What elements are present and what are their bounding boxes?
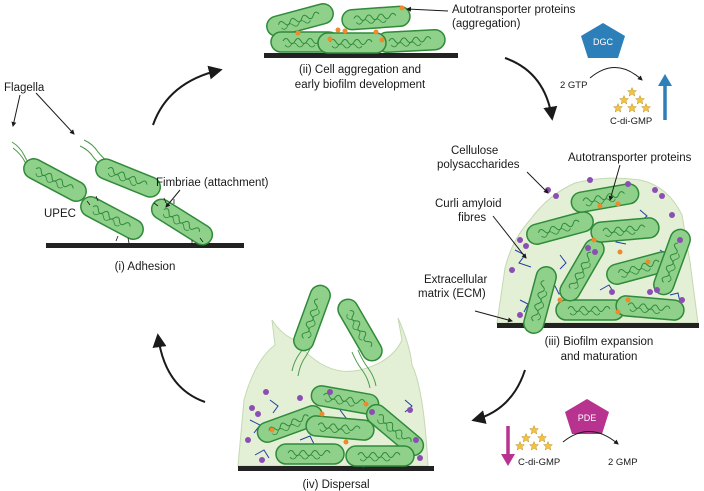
dispersal-caption: (iv) Dispersal: [302, 479, 369, 491]
polysaccharide-dots-dispersal: [245, 389, 423, 463]
curli-label-1: Curli amyloid: [435, 198, 501, 210]
attaching-bacterium-1: [76, 192, 148, 244]
dgc-reaction-arrow: [589, 67, 643, 81]
adhesion-caption: (i) Adhesion: [115, 261, 176, 273]
dgc-enzyme-badge: [581, 23, 625, 58]
ecm-label-1: Extracellular: [424, 274, 487, 286]
pde-substrate-label: C-di-GMP: [518, 457, 560, 468]
curli-pointer: [492, 215, 527, 259]
autotransporter-pointer: [608, 164, 621, 201]
agg-bacterium-5: [317, 32, 387, 54]
pde-enzyme-badge: [565, 399, 609, 434]
dispersing-bacterium-1: [290, 281, 334, 377]
ecm-label-2: matrix (ECM): [418, 288, 486, 300]
cellulose-pointer: [526, 171, 549, 194]
autotransporter-aggregation-label-1: Autotransporter proteins: [452, 4, 576, 16]
dispersal-bacterium-7: [275, 443, 345, 465]
stage-dispersal: (iv) Dispersal: [237, 281, 434, 491]
attaching-bacterium-2: [147, 194, 217, 250]
arrow-expansion-to-dispersal: [471, 369, 526, 424]
cellulose-label-2: polysaccharides: [437, 159, 520, 171]
aggregation-caption-2: early biofilm development: [295, 79, 426, 91]
arrow-aggregation-to-expansion: [504, 57, 558, 121]
dgc-substrate-label: 2 GTP: [560, 80, 587, 91]
flagella-pointer-2: [35, 92, 75, 135]
expansion-caption-2: and maturation: [561, 351, 638, 363]
dgc-signaling: DGC 2 GTP C-di-GMP: [560, 23, 672, 127]
fimbriae-pointer: [165, 189, 181, 208]
flagellated-bacterium-1: [11, 141, 91, 206]
aggregation-caption-1: (ii) Cell aggregation and: [299, 64, 421, 76]
autotransporter-dots-aggregation: [295, 5, 405, 43]
curli-label-2: fibres: [458, 212, 486, 224]
ecm-pointer: [474, 310, 513, 323]
arrow-adhesion-to-aggregation: [152, 65, 223, 126]
c-di-gmp-stars-down: [514, 424, 554, 451]
dgc-enzyme-label: DGC: [593, 37, 614, 47]
mature-bacterium-2: [555, 299, 625, 321]
expansion-caption-1: (iii) Biofilm expansion: [545, 336, 654, 348]
upec-label: UPEC: [44, 208, 76, 220]
pde-reaction-arrow: [562, 431, 619, 445]
aggregation-surface: [264, 53, 458, 58]
pde-product-label: 2 GMP: [608, 457, 638, 468]
autotransporter-dots-mature: [557, 201, 651, 315]
expansion-surface: [497, 323, 699, 328]
pde-signaling: PDE C-di-GMP 2 GMP: [501, 399, 638, 468]
autotransporter-aggregation-label-2: (aggregation): [452, 18, 521, 30]
autotransporter-label: Autotransporter proteins: [568, 152, 692, 164]
stage-aggregation: Autotransporter proteins (aggregation) (…: [263, 0, 576, 91]
stage-adhesion: Flagella UPEC Fimbriae (attachment) (i) …: [4, 82, 269, 273]
flagella-pointer-1: [11, 94, 21, 127]
fimbriae-label: Fimbriae (attachment): [156, 177, 269, 189]
cellulose-label-1: Cellulose: [451, 145, 498, 157]
c-di-gmp-stars-up: [612, 86, 652, 113]
dispersal-surface: [238, 466, 434, 471]
dgc-product-label: C-di-GMP: [610, 116, 652, 127]
stage-expansion: Cellulose polysaccharides Autotransporte…: [418, 145, 699, 363]
cellulose-polysaccharide-dots: [509, 177, 685, 318]
pde-enzyme-label: PDE: [578, 413, 597, 423]
dispersal-bacterium-8: [345, 445, 415, 467]
autotransporter-aggregation-pointer: [406, 6, 449, 12]
flagella-label: Flagella: [4, 82, 45, 94]
c-di-gmp-increase-arrowhead: [658, 74, 672, 86]
cycle-arrows: [152, 57, 558, 424]
arrow-dispersal-to-adhesion: [152, 333, 206, 403]
autotransporter-dots-dispersal: [269, 401, 369, 445]
adhesion-surface: [46, 243, 244, 248]
c-di-gmp-decrease-arrowhead: [501, 454, 515, 466]
flagellated-bacterium-2: [79, 139, 165, 201]
dispersing-bacterium-2: [333, 294, 387, 389]
agg-bacterium-4: [375, 28, 447, 54]
